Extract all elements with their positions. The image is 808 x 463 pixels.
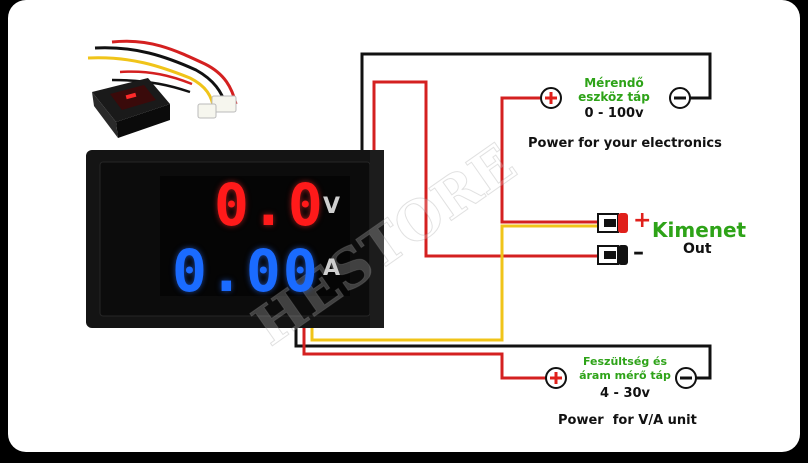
output-title: Kimenet <box>652 218 747 242</box>
voltage-unit-label: V <box>323 194 341 219</box>
voltage-reading: 0.0 <box>214 171 325 239</box>
measured-supply-range: 0 - 100v <box>584 106 644 121</box>
meter-supply-title-line2: áram mérő táp <box>579 369 671 382</box>
measured-supply-title-line1: Mérendő <box>584 76 644 90</box>
plus-circle-icon <box>545 367 567 389</box>
output-minus-sign: – <box>633 240 644 265</box>
minus-circle-icon <box>669 87 691 109</box>
output-plus-terminal <box>597 213 628 233</box>
measured-supply-caption: Power for your electronics <box>528 136 722 151</box>
output-subtitle: Out <box>683 241 712 257</box>
voltmeter-ammeter-module <box>86 150 384 328</box>
current-reading: 0.00 <box>172 237 320 305</box>
wires <box>294 52 712 380</box>
meter-supply-caption: Power for V/A unit <box>558 413 697 428</box>
wire-red-meter <box>302 326 546 380</box>
wire-red-out <box>372 80 602 258</box>
measured-supply-title-line2: eszköz táp <box>578 90 650 104</box>
module-thumbnail <box>87 39 238 138</box>
minus-circle-icon <box>675 367 697 389</box>
plus-circle-icon <box>540 87 562 109</box>
output-minus-terminal <box>597 245 628 265</box>
wire-red-supply-plus <box>500 96 602 224</box>
wire-black-supply <box>360 52 712 150</box>
meter-supply-title-line1: Feszültség és <box>582 355 668 368</box>
meter-supply-range: 4 - 30v <box>599 386 651 401</box>
current-unit-label: A <box>323 256 341 281</box>
wire-yellow <box>310 224 602 342</box>
output-plus-sign: + <box>633 208 652 233</box>
wire-black-meter <box>294 326 712 380</box>
